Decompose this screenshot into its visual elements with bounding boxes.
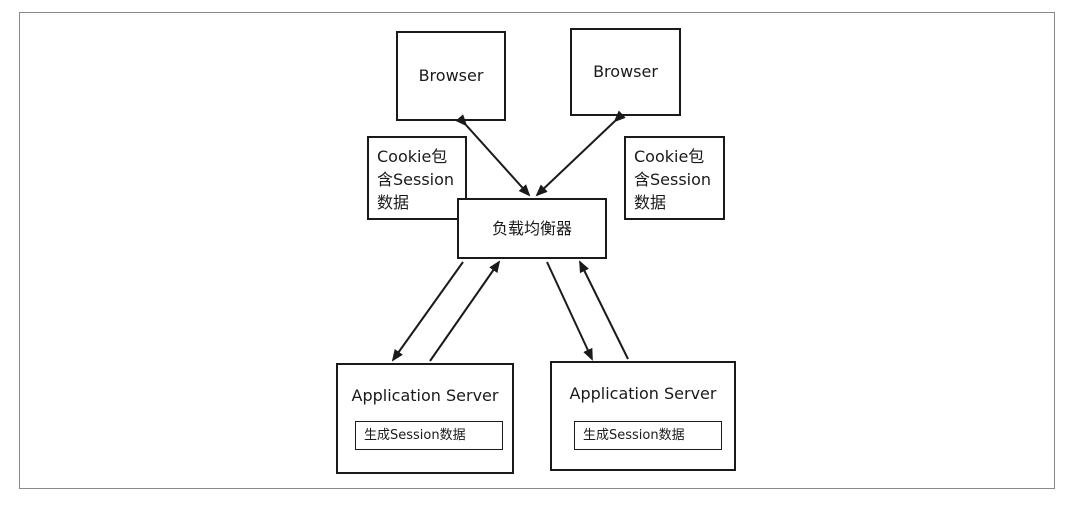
cookie-note-line: Cookie包 [377, 147, 448, 166]
app-server-box-right: Application Server 生成Session数据 [550, 361, 736, 471]
cookie-note-line: 含Session [377, 170, 455, 189]
session-data-label: 生成Session数据 [583, 428, 685, 443]
load-balancer-label: 负载均衡器 [491, 218, 572, 238]
browser-label: Browser [593, 62, 658, 81]
cookie-note-line: 数据 [634, 193, 667, 212]
cookie-note-right: Cookie包 含Session 数据 [624, 136, 725, 220]
diagram-frame [19, 12, 1055, 489]
app-server-box-left: Application Server 生成Session数据 [336, 363, 514, 474]
load-balancer-box: 负载均衡器 [457, 198, 607, 259]
cookie-note-line: Cookie包 [634, 147, 705, 166]
session-data-box: 生成Session数据 [355, 421, 503, 450]
app-server-label: Application Server [569, 384, 717, 403]
cookie-note-line: 含Session [634, 170, 712, 189]
session-data-box: 生成Session数据 [574, 421, 722, 450]
app-server-label: Application Server [351, 386, 499, 405]
browser-box-right: Browser [570, 28, 681, 116]
session-data-label: 生成Session数据 [364, 428, 466, 443]
browser-box-left: Browser [396, 31, 506, 121]
browser-label: Browser [418, 66, 484, 85]
cookie-note-left: Cookie包 含Session 数据 [367, 136, 467, 220]
cookie-note-line: 数据 [377, 193, 410, 212]
